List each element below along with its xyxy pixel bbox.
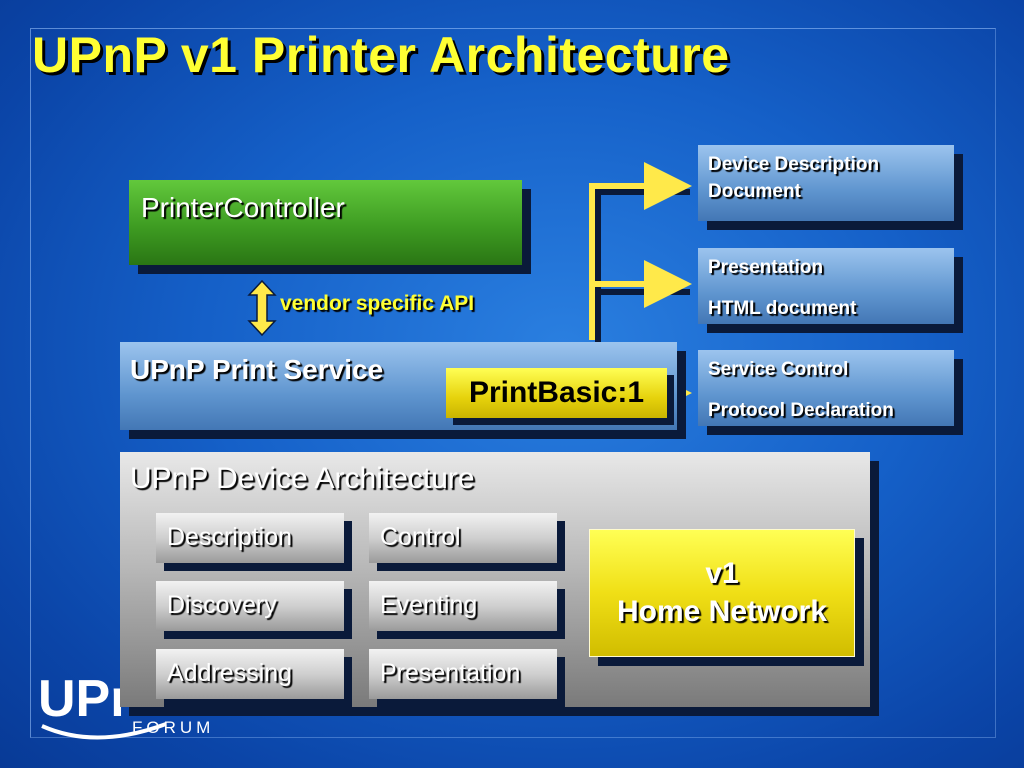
doc-line2: HTML document bbox=[708, 298, 857, 319]
printer-controller-box: PrinterController bbox=[129, 180, 522, 265]
module-label: Presentation bbox=[380, 659, 521, 687]
module-presentation: Presentation bbox=[369, 649, 557, 699]
module-label: Eventing bbox=[380, 591, 478, 619]
device-architecture-label: UPnP Device Architecture bbox=[130, 462, 475, 495]
doc-line1: Service Control bbox=[708, 359, 849, 380]
printbasic-tag: PrintBasic:1 bbox=[446, 368, 667, 418]
service-control-box: Service Control Protocol Declaration bbox=[698, 350, 954, 426]
print-service-label: UPnP Print Service bbox=[130, 354, 384, 385]
module-label: Control bbox=[380, 523, 461, 551]
module-label: Discovery bbox=[167, 591, 277, 619]
module-discovery: Discovery bbox=[156, 581, 344, 631]
logo-forum-text: FORUM bbox=[132, 718, 215, 737]
module-label: Description bbox=[167, 523, 293, 551]
doc-line1: Device Description bbox=[708, 154, 880, 175]
printer-controller-label: PrinterController bbox=[141, 192, 345, 223]
double-arrow-icon bbox=[247, 280, 277, 336]
slide-title: UPnP v1 Printer Architecture bbox=[32, 27, 730, 83]
home-network-line1: v1 bbox=[705, 557, 739, 590]
module-eventing: Eventing bbox=[369, 581, 557, 631]
module-label: Addressing bbox=[167, 659, 293, 687]
vendor-api-label: vendor specific API bbox=[280, 292, 475, 315]
home-network-box: v1 Home Network bbox=[589, 529, 855, 657]
connector-shadow bbox=[595, 189, 690, 346]
doc-line2: Document bbox=[708, 181, 801, 202]
doc-line1: Presentation bbox=[708, 257, 824, 278]
module-addressing: Addressing bbox=[156, 649, 344, 699]
module-description: Description bbox=[156, 513, 344, 563]
module-control: Control bbox=[369, 513, 557, 563]
home-network-line2: Home Network bbox=[616, 595, 828, 628]
presentation-doc-box: Presentation HTML document bbox=[698, 248, 954, 324]
doc-line2: Protocol Declaration bbox=[708, 400, 894, 421]
device-description-box: Device Description Document bbox=[698, 145, 954, 221]
